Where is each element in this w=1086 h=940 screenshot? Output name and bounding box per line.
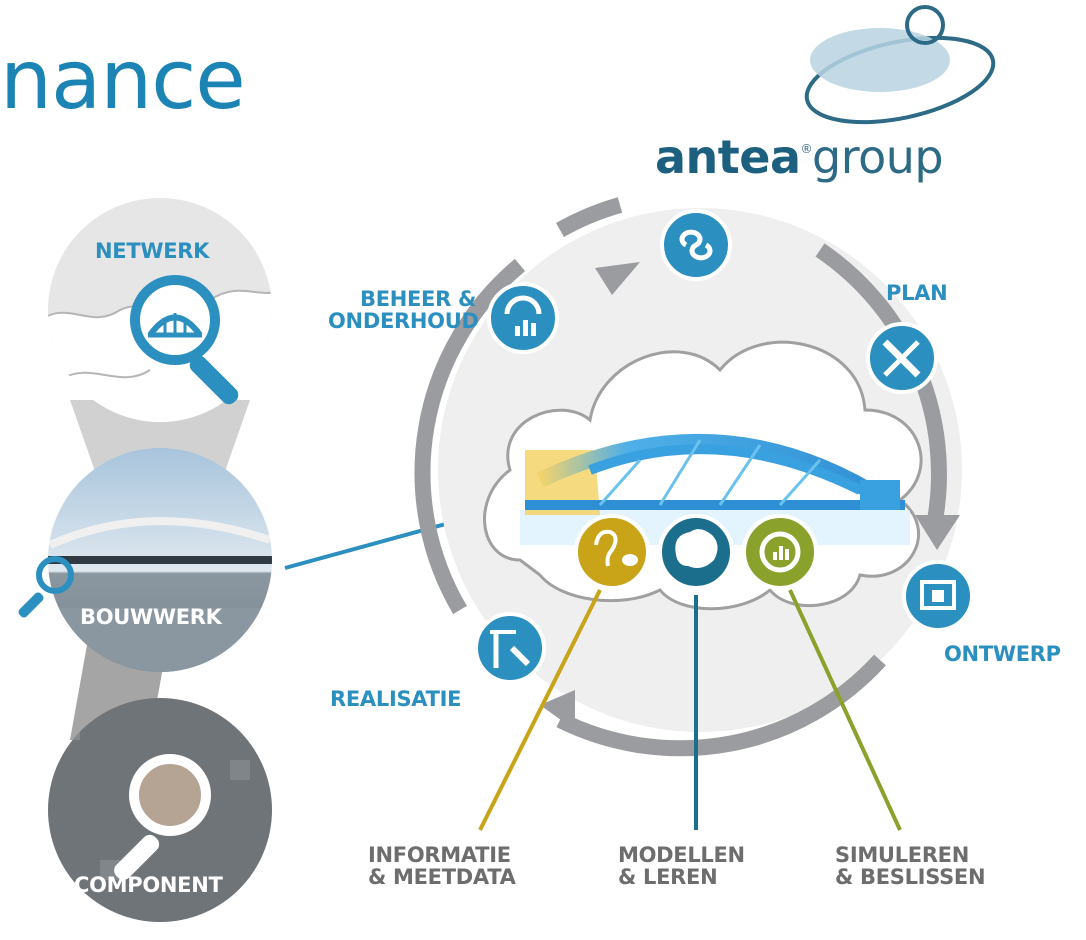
capability-simuleren: [742, 514, 902, 831]
logo-wordmark: antea®group: [655, 130, 944, 184]
capability-informatie: [478, 514, 650, 831]
stage-icon-beheer: [487, 282, 559, 354]
label-ontwerp: ONTWERP: [944, 642, 1061, 666]
infinity-icon: [679, 229, 713, 261]
arrow-head-top: [595, 262, 640, 295]
gauge-chart-icon: [504, 295, 542, 315]
stage-icon-plan: [866, 322, 938, 394]
brain-icon: [675, 529, 718, 568]
label-realisatie: REALISATIE: [330, 687, 462, 711]
label-beheer: BEHEER &ONDERHOUD: [328, 287, 479, 333]
arrow-head-bottom: [540, 690, 575, 730]
arrow-head-right: [915, 515, 960, 550]
label-component: COMPONENT: [74, 873, 223, 897]
label-plan: PLAN: [886, 281, 948, 305]
chart-cycle-icon: [759, 531, 801, 573]
capability-modellen: [658, 514, 734, 830]
logo-mark: [804, 5, 996, 125]
stage-icon-realisatie: [474, 612, 546, 684]
label-bouwwerk: BOUWWERK: [80, 605, 222, 629]
blueprint-icon: [920, 580, 956, 610]
label-modellen: MODELLEN& LEREN: [618, 843, 745, 889]
scale-netwerk: [48, 198, 272, 422]
stage-icon-top: [660, 209, 732, 281]
label-netwerk: NETWERK: [95, 239, 210, 263]
scale-bouwwerk: [18, 448, 272, 672]
label-informatie: INFORMATIE& MEETDATA: [368, 843, 516, 889]
label-simuleren: SIMULEREN& BESLISSEN: [835, 843, 986, 889]
stage-icon-ontwerp: [902, 560, 974, 632]
ear-eye-icon: [594, 529, 618, 567]
page-title: nance: [0, 33, 246, 128]
